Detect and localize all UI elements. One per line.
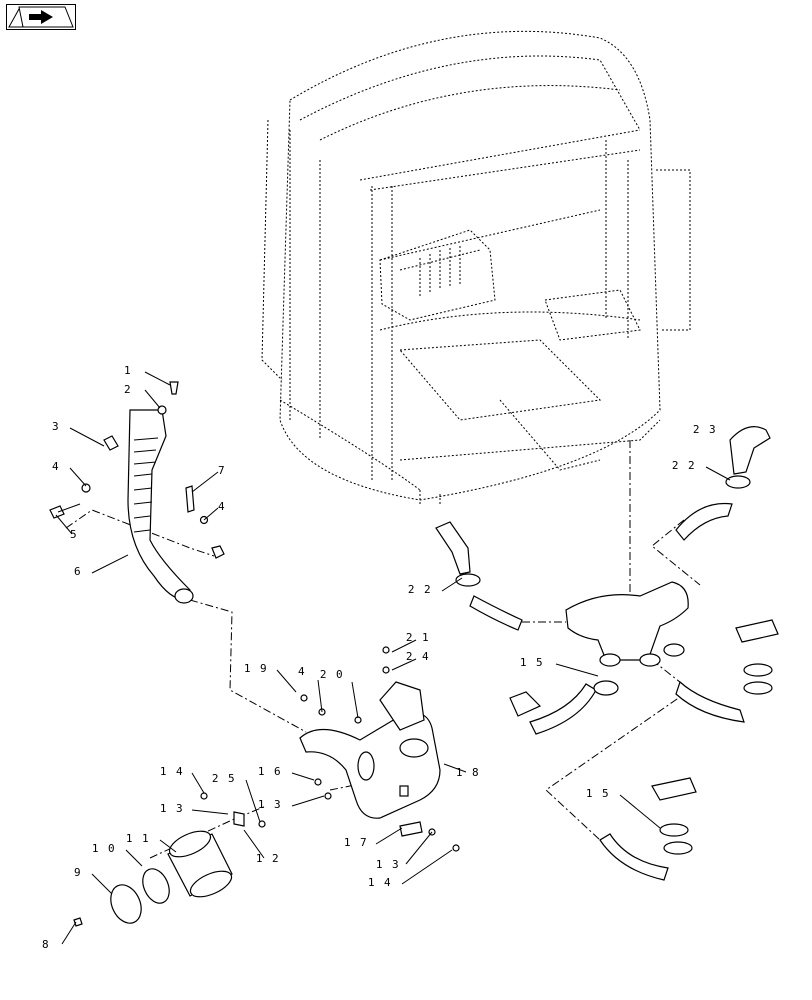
callout-label-c14a: 1 4 [160,765,184,778]
assembly-lines [65,440,701,859]
leader-line-c5 [55,514,73,535]
arrow-right-icon [8,6,74,28]
callout-label-c18: 1 8 [456,766,480,779]
cab-outline [261,30,691,505]
leader-line-c25 [245,779,261,823]
leader-line-c2 [144,389,161,409]
callout-label-c25: 2 5 [212,772,236,785]
leader-line-c4a [69,467,87,487]
callout-label-c7: 7 [218,464,226,477]
callout-label-c6: 6 [74,565,82,578]
leader-line-c22a [705,466,731,481]
leader-line-c20 [351,681,359,719]
leader-line-c1 [144,371,171,386]
callout-label-c24: 2 4 [406,650,430,663]
callout-label-c11: 1 1 [126,832,150,845]
leader-line-c9 [91,873,113,895]
callout-label-c10: 1 0 [92,842,116,855]
callout-label-c15b: 1 5 [586,787,610,800]
filter-housing [200,646,460,852]
leader-line-c6 [91,554,129,574]
nav-next-button[interactable] [6,4,76,30]
leader-line-c18 [443,763,467,773]
callout-label-c9: 9 [74,866,82,879]
callout-label-c17: 1 7 [344,836,368,849]
leader-line-c21 [391,639,417,653]
callout-label-c4a: 4 [52,460,60,473]
leader-line-c17 [375,827,403,845]
leader-line-c15a [555,663,599,677]
callout-label-c5: 5 [70,528,78,541]
callout-label-c22a: 2 2 [672,459,696,472]
leader-line-c4c [317,679,323,713]
leader-line-c7 [191,471,219,493]
callout-label-c23: 2 3 [693,423,717,436]
leader-line-c19 [276,669,297,693]
leader-line-c10 [125,849,143,867]
callout-label-c13a: 1 3 [160,802,184,815]
callout-label-c13b: 1 3 [258,798,282,811]
leader-line-c3 [69,427,105,447]
callout-label-c12: 1 2 [256,852,280,865]
callout-label-c19: 1 9 [244,662,268,675]
callout-label-c8: 8 [42,938,50,951]
callout-label-c20: 2 0 [320,668,344,681]
callout-label-c22b: 2 2 [408,583,432,596]
leader-line-c13b [291,795,325,807]
callout-label-c4c: 4 [298,665,306,678]
callout-layer: 1 2 3 4 5 6 7 4 2 3 2 2 2 2 2 1 2 4 1 9 4 2 0 1 5 1 8 1 4 2… [42,364,731,951]
leader-line-c22b [441,577,463,592]
callout-label-c3: 3 [52,420,60,433]
hose-assembly-right [435,426,779,881]
leader-line-c4b [203,507,219,521]
callout-label-c13c: 1 3 [376,858,400,871]
leader-line-c11 [159,839,177,853]
leader-line-c16 [291,772,315,781]
callout-label-c14b: 1 4 [368,876,392,889]
leader-line-c13c [405,831,433,865]
callout-label-c15a: 1 5 [520,656,544,669]
callout-label-c21: 2 1 [406,631,430,644]
callout-label-c2: 2 [124,383,132,396]
callout-label-c4b: 4 [218,500,226,513]
leader-line-c8 [61,921,77,945]
callout-label-c1: 1 [124,364,132,377]
callout-label-c16: 1 6 [258,765,282,778]
leader-line-c12 [243,829,265,859]
leader-line-c14a [191,772,205,794]
leader-line-c24 [391,658,417,671]
filter-element [73,830,233,927]
leader-line-c13a [191,809,229,815]
leader-line-c15b [619,794,661,829]
leader-line-c14b [401,849,453,885]
